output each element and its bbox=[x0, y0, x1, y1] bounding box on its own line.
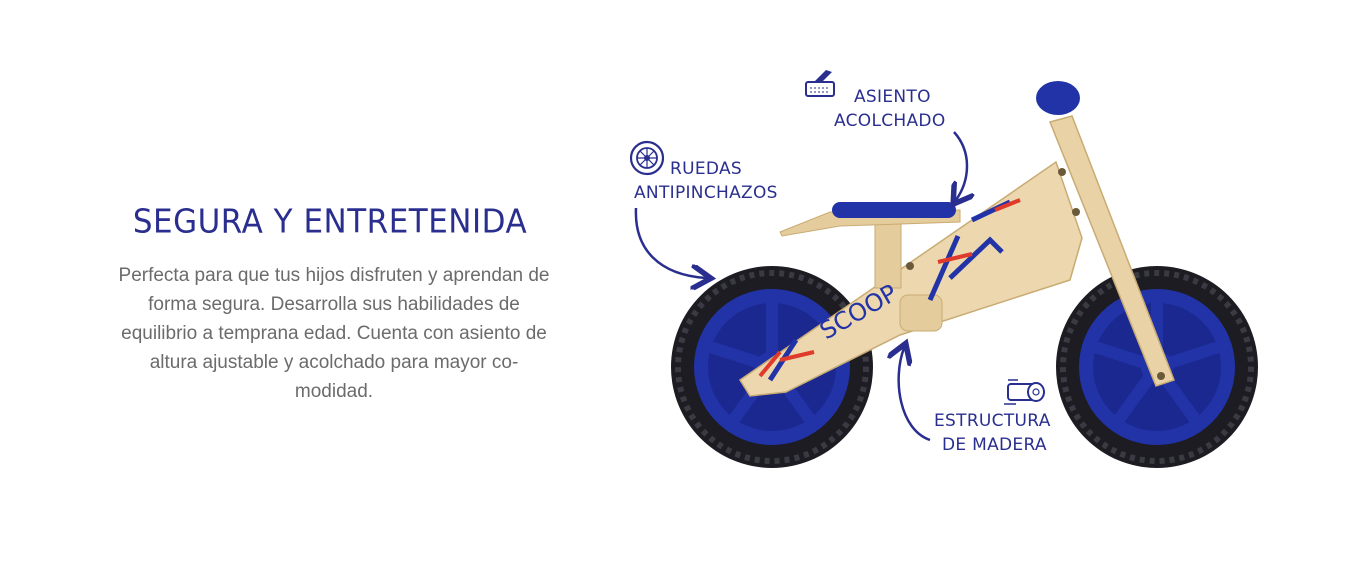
feature-wood: ESTRUCTURA DE MADERA bbox=[899, 348, 1051, 455]
section-title: SEGURA Y ENTRETENIDA bbox=[132, 203, 528, 241]
wood-log-icon bbox=[1004, 379, 1045, 405]
wood-frame: SCOOP bbox=[738, 160, 1083, 397]
wheel-icon bbox=[629, 140, 665, 176]
product-illustration: SCOOP RUEDAS ANTIPINCHAZOS ASIENTO ACOLC… bbox=[600, 40, 1320, 510]
feature-wood-line1: ESTRUCTURA bbox=[934, 411, 1051, 431]
fork bbox=[1048, 115, 1175, 387]
feature-seat-line2: ACOLCHADO bbox=[834, 111, 946, 131]
handlebar-grip bbox=[1036, 81, 1080, 115]
feature-wheels-arrow bbox=[634, 207, 706, 278]
section-description: Perfecta para que tus hijos disfruten y … bbox=[118, 265, 550, 402]
feature-wheels: RUEDAS ANTIPINCHAZOS bbox=[629, 140, 778, 278]
feature-wood-line2: DE MADERA bbox=[942, 435, 1047, 455]
feature-seat-line1: ASIENTO bbox=[854, 87, 931, 107]
feature-wheels-line2: ANTIPINCHAZOS bbox=[634, 183, 778, 203]
seat bbox=[779, 202, 961, 237]
seat-cushion-icon bbox=[805, 70, 835, 97]
feature-wood-arrow bbox=[899, 348, 931, 442]
feature-seat: ASIENTO ACOLCHADO bbox=[805, 70, 967, 200]
feature-wheels-line1: RUEDAS bbox=[670, 159, 742, 179]
feature-seat-arrow bbox=[954, 131, 967, 200]
